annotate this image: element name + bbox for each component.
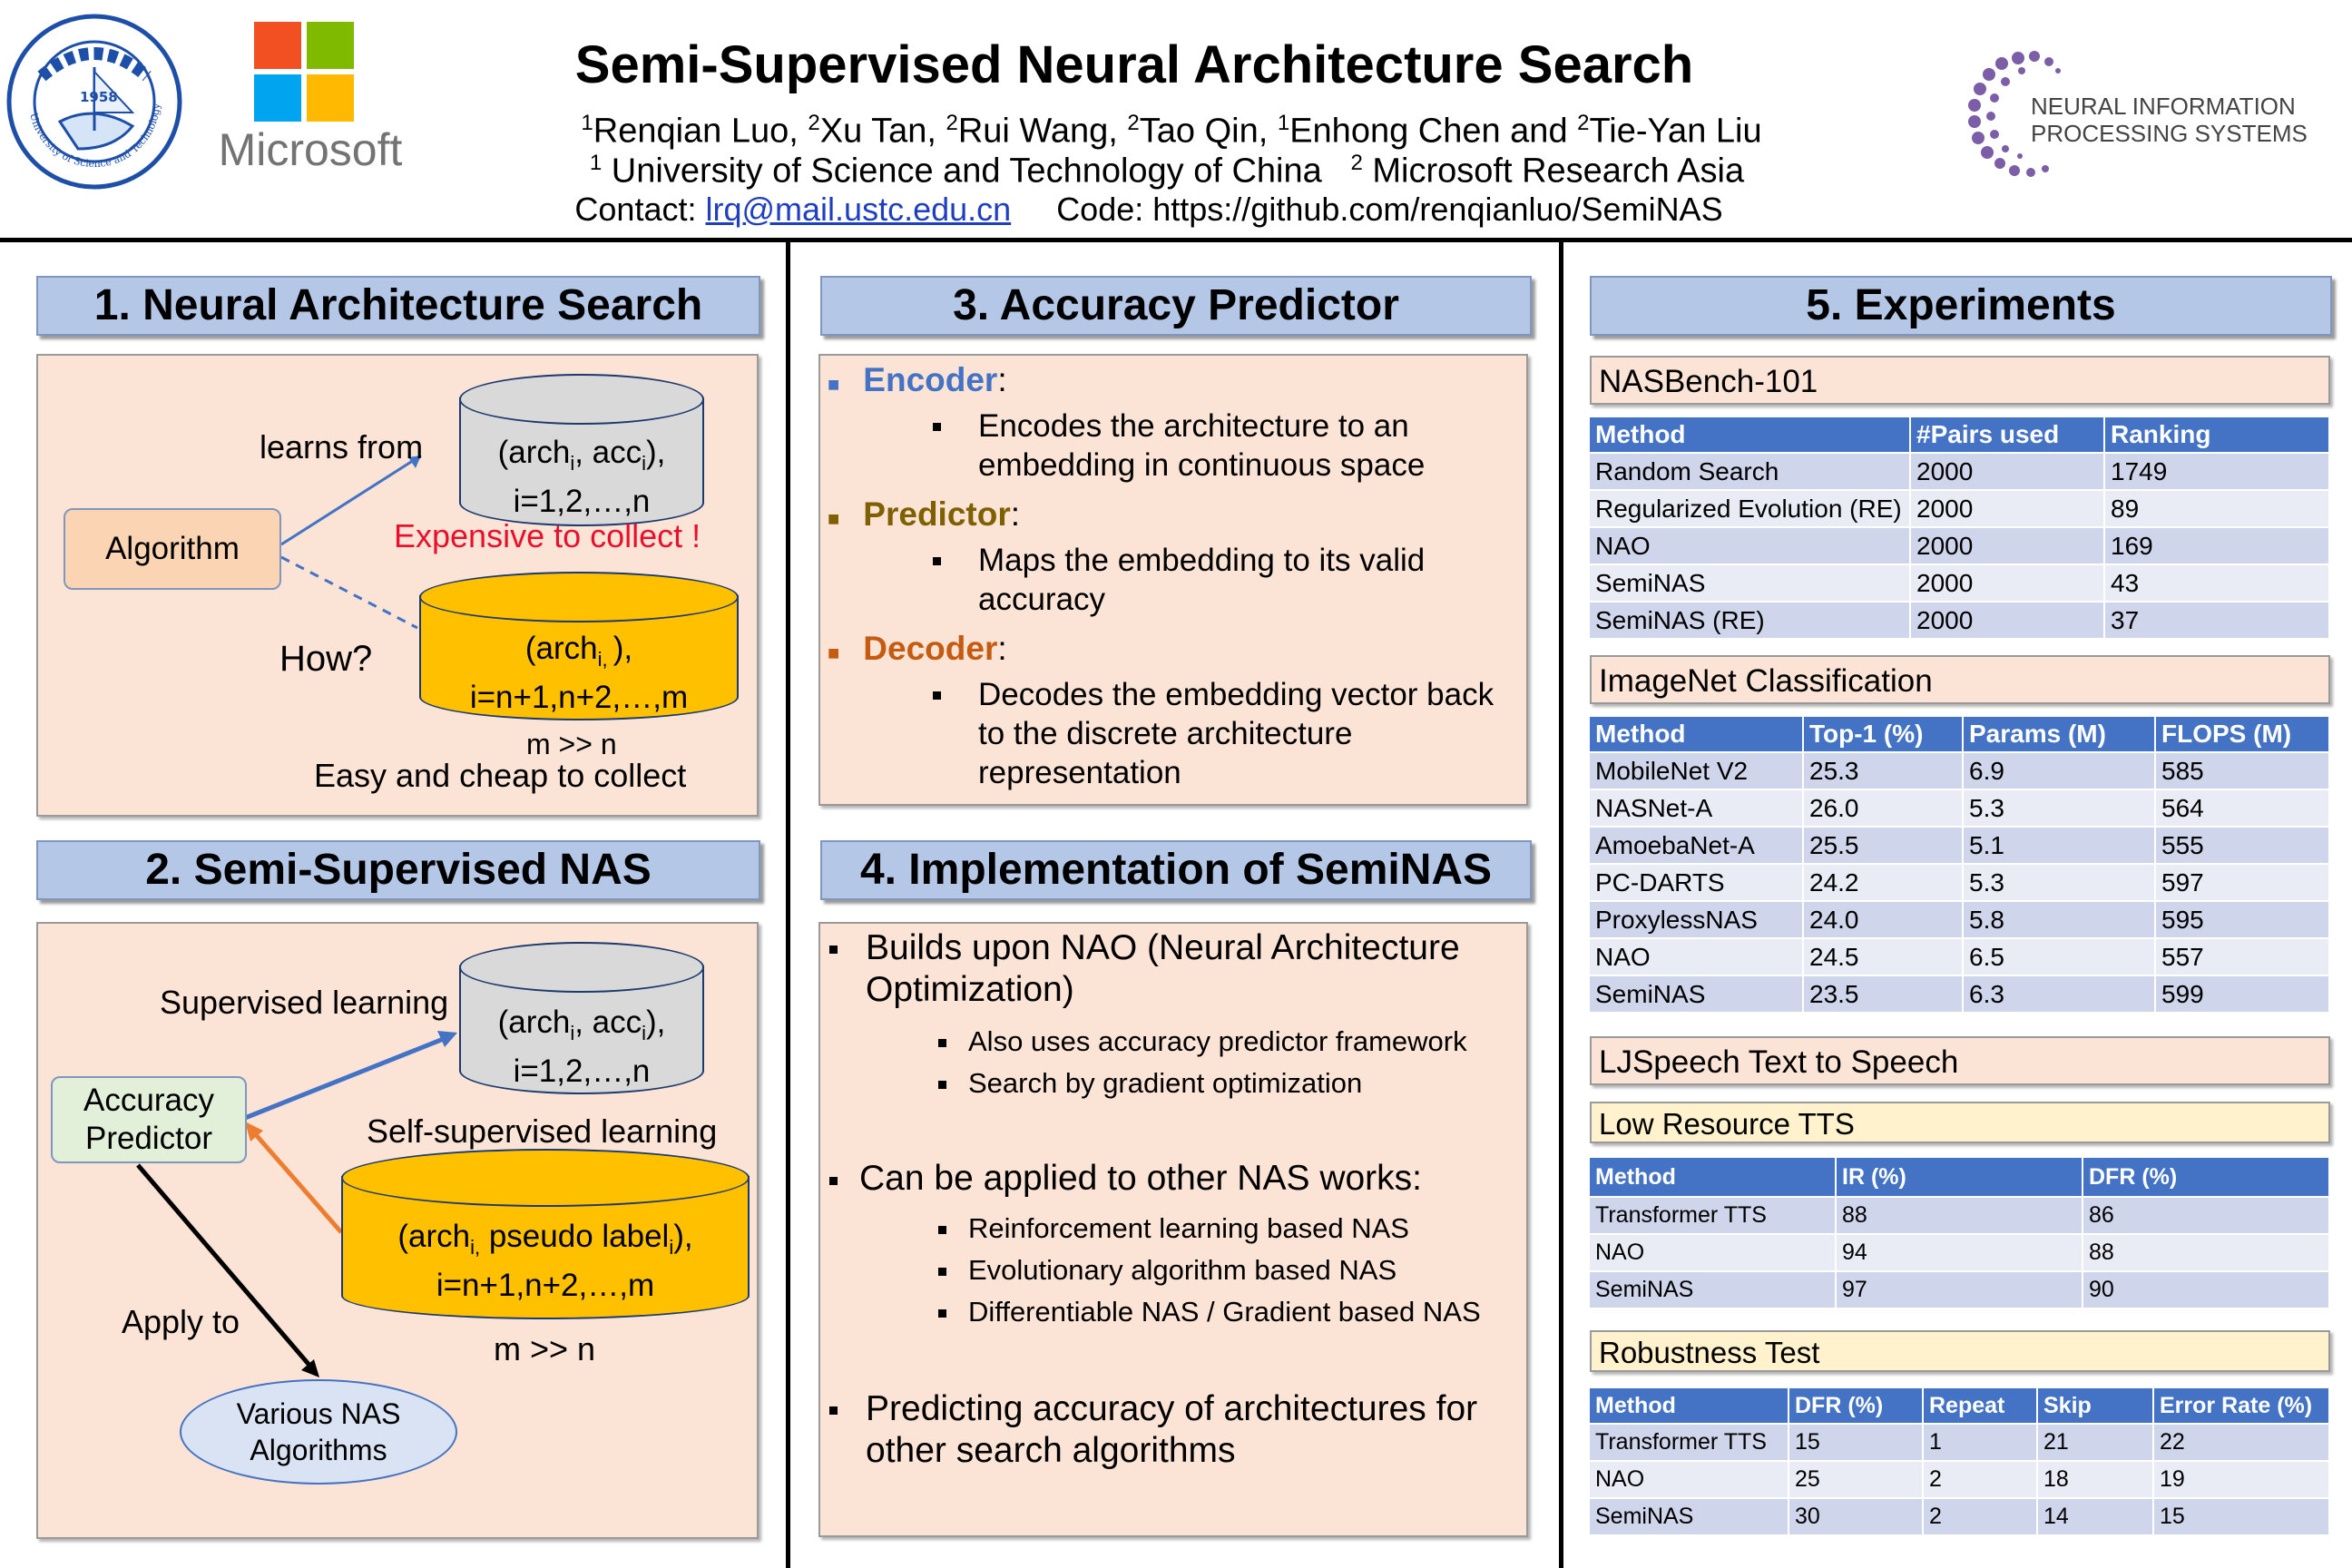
header-divider [0,238,2352,242]
column-divider-1 [786,241,790,1568]
m-n-label-1: m >> n [526,728,617,760]
neurips-logo: NEURAL INFORMATION PROCESSING SYSTEMS [1964,45,2327,191]
neurips-line2: PROCESSING SYSTEMS [2031,120,2308,147]
predicting-bullet: Predicting accuracy of architectures for… [829,1388,1501,1472]
encoder-bullet: ■Encoder: [828,361,1007,398]
pseudo-label-cylinder: (archi, pseudo labeli),i=n+1,n+2,…,m [341,1149,750,1319]
predictor-bullet: ■Predictor: [828,495,1021,533]
section3-title: 3. Accuracy Predictor [820,276,1532,336]
section2-title: 2. Semi-Supervised NAS [36,840,760,900]
affiliation-2: Microsoft Research Asia [1372,152,1745,191]
p2-sub-2: Evolutionary algorithm based NAS [938,1252,1396,1289]
p1-sub-1: Also uses accuracy predictor framework [938,1024,1467,1060]
decoder-desc: Decodes the embedding vector back to the… [933,675,1504,792]
decoder-bullet: ■Decoder: [828,630,1007,667]
contact-line: Contact: lrq@mail.ustc.edu.cn Code: http… [574,191,1723,228]
microsoft-logo: Microsoft [201,22,419,176]
code-link[interactable]: Code: https://github.com/renqianluo/Semi… [1056,191,1723,228]
section2-panel: Supervised learning (archi, acci),i=1,2,… [36,922,759,1539]
poster-title: Semi-Supervised Neural Architecture Sear… [574,35,1694,94]
section1-title: 1. Neural Architecture Search [36,276,760,336]
affiliations-line: 1 University of Science and Technology o… [589,151,1745,191]
algorithm-box: Algorithm [64,508,281,590]
p2-sub-1: Reinforcement learning based NAS [938,1210,1409,1247]
low-resource-header: Low Resource TTS [1590,1102,2330,1143]
ustc-year: 1958 [80,89,118,105]
p1-sub-2: Search by gradient optimization [938,1065,1362,1102]
unlabeled-data-cylinder: (archi, ),i=n+1,n+2,…,m [419,572,739,720]
learns-from-label: learns from [260,428,424,466]
encoder-desc: Encodes the architecture to an embedding… [933,407,1504,485]
labeled-data-cylinder-2: (archi, acci),i=1,2,…,n [459,942,704,1094]
neurips-line1: NEURAL INFORMATION [2031,93,2296,120]
m-n-label-2: m >> n [494,1330,596,1367]
p2-sub-3: Differentiable NAS / Gradient based NAS [938,1294,1481,1330]
easy-label: Easy and cheap to collect [314,757,687,794]
apply-to-label: Apply to [122,1303,240,1340]
supervised-label: Supervised learning [160,984,449,1021]
robustness-header: Robustness Test [1590,1330,2330,1372]
imagenet-header: ImageNet Classification [1590,655,2330,704]
applied-bullet: Can be applied to other NAS works: [829,1158,1422,1200]
section3-panel: ■Encoder: Encodes the architecture to an… [818,354,1528,806]
ustc-logo: University of Science and Technology of … [2,4,183,191]
how-label: How? [279,639,373,679]
section5-title: 5. Experiments [1590,276,2332,336]
contact-email-link[interactable]: lrq@mail.ustc.edu.cn [705,191,1012,228]
column-divider-2 [1559,241,1563,1568]
section4-panel: Builds upon NAO (Neural Architecture Opt… [818,922,1528,1537]
nasbench-header: NASBench-101 [1590,356,2330,405]
labeled-data-cylinder: (archi, acci),i=1,2,…,n [459,374,704,526]
accuracy-predictor-box: Accuracy Predictor [51,1076,247,1163]
section1-panel: learns from Algorithm (archi, acci),i=1,… [36,354,759,817]
section2-arrows [136,1031,457,1377]
section1-arrows [280,454,422,630]
affiliation-1: University of Science and Technology of … [611,152,1322,191]
microsoft-wordmark: Microsoft [218,124,403,175]
authors-line: 1Renqian Luo, 2Xu Tan, 2Rui Wang, 2Tao Q… [581,111,1762,151]
self-supervised-label: Self-supervised learning [367,1112,718,1150]
predictor-desc: Maps the embedding to its valid accuracy [933,541,1504,619]
builds-upon-bullet: Builds upon NAO (Neural Architecture Opt… [829,927,1483,1011]
ljspeech-header: LJSpeech Text to Speech [1590,1036,2330,1085]
expensive-label: Expensive to collect ! [394,517,701,554]
various-nas-ellipse: Various NAS Algorithms [180,1379,457,1485]
section4-title: 4. Implementation of SemiNAS [820,840,1532,900]
